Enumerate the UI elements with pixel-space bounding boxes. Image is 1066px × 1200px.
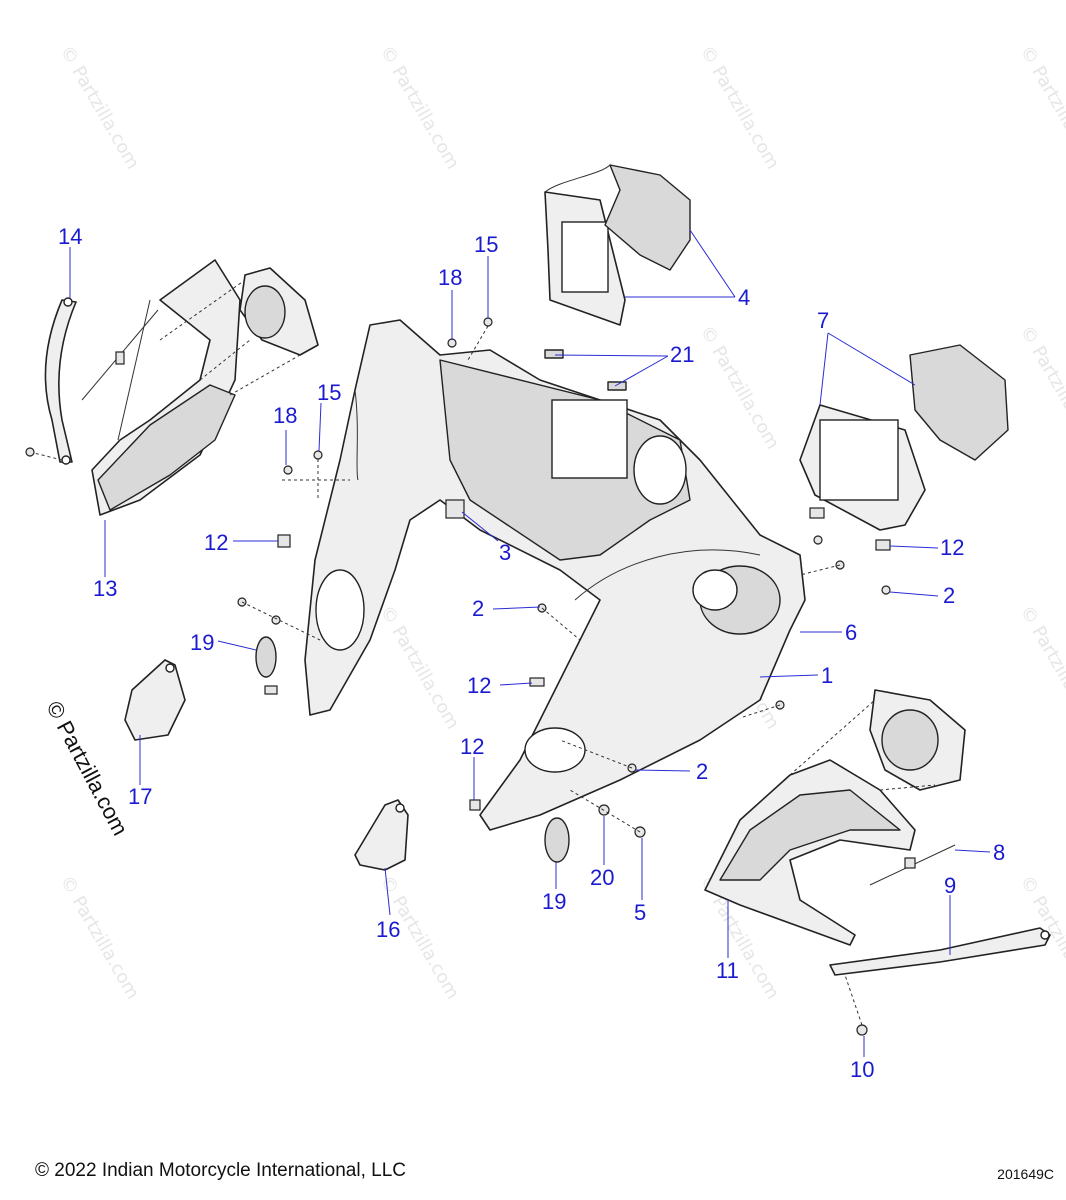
callout-9[interactable]: 9 xyxy=(944,873,956,898)
watermark: © Partzilla.com xyxy=(376,602,464,733)
fasteners xyxy=(237,317,891,1036)
callout-10[interactable]: 10 xyxy=(850,1057,874,1082)
callout-6[interactable]: 6 xyxy=(845,620,857,645)
callouts: 14 13 17 19 12 18 15 18 15 4 21 7 3 12 2… xyxy=(58,224,1005,1082)
leader-lines xyxy=(69,229,991,1057)
watermark: © Partzilla.com xyxy=(376,42,464,173)
callout-2[interactable]: 2 xyxy=(472,596,484,621)
part-4-panels xyxy=(544,164,691,326)
callout-12[interactable]: 12 xyxy=(460,734,484,759)
right-speaker-housing xyxy=(789,689,966,791)
left-cable xyxy=(81,309,159,401)
callout-12[interactable]: 12 xyxy=(204,530,228,555)
callout-2[interactable]: 2 xyxy=(696,759,708,784)
part-13-left-fairing xyxy=(91,259,241,516)
callout-20[interactable]: 20 xyxy=(590,865,614,890)
part-8-cable xyxy=(869,844,956,886)
callout-19[interactable]: 19 xyxy=(190,630,214,655)
watermark: © Partzilla.com xyxy=(56,42,144,173)
callout-18[interactable]: 18 xyxy=(273,403,297,428)
callout-18[interactable]: 18 xyxy=(438,265,462,290)
part-9-brace xyxy=(829,927,1051,976)
callout-4[interactable]: 4 xyxy=(738,285,750,310)
part-19-grommet xyxy=(255,636,570,863)
callout-12[interactable]: 12 xyxy=(940,535,964,560)
copyright-text: © 2022 Indian Motorcycle International, … xyxy=(35,1160,406,1181)
watermark: © Partzilla.com xyxy=(1016,602,1066,733)
part-14-bracket xyxy=(25,297,77,465)
part-11-right-fairing xyxy=(704,759,916,946)
callout-21[interactable]: 21 xyxy=(670,342,694,367)
callout-13[interactable]: 13 xyxy=(93,576,117,601)
callout-16[interactable]: 16 xyxy=(376,917,400,942)
watermark: © Partzilla.com xyxy=(696,42,784,173)
watermark: © Partzilla.com xyxy=(1016,42,1066,173)
callout-19[interactable]: 19 xyxy=(542,889,566,914)
callout-12[interactable]: 12 xyxy=(467,673,491,698)
callout-5[interactable]: 5 xyxy=(634,900,646,925)
callout-3[interactable]: 3 xyxy=(499,540,511,565)
callout-14[interactable]: 14 xyxy=(58,224,82,249)
callout-2[interactable]: 2 xyxy=(943,583,955,608)
left-speaker-housing xyxy=(159,267,319,396)
callout-15[interactable]: 15 xyxy=(317,380,341,405)
part-17-bracket xyxy=(124,659,186,741)
callout-17[interactable]: 17 xyxy=(128,784,152,809)
callout-7[interactable]: 7 xyxy=(817,308,829,333)
watermark: © Partzilla.com xyxy=(696,322,784,453)
drawing-number: 201649C xyxy=(997,1166,1054,1182)
callout-8[interactable]: 8 xyxy=(993,840,1005,865)
callout-1[interactable]: 1 xyxy=(821,663,833,688)
callout-15[interactable]: 15 xyxy=(474,232,498,257)
part-16-bracket xyxy=(354,799,409,871)
watermark: © Partzilla.com xyxy=(56,872,144,1003)
part-7-panels xyxy=(799,344,1009,531)
callout-11[interactable]: 11 xyxy=(716,958,739,983)
watermark: © Partzilla.com xyxy=(1016,322,1066,453)
part-1-inner-fairing xyxy=(304,319,806,831)
